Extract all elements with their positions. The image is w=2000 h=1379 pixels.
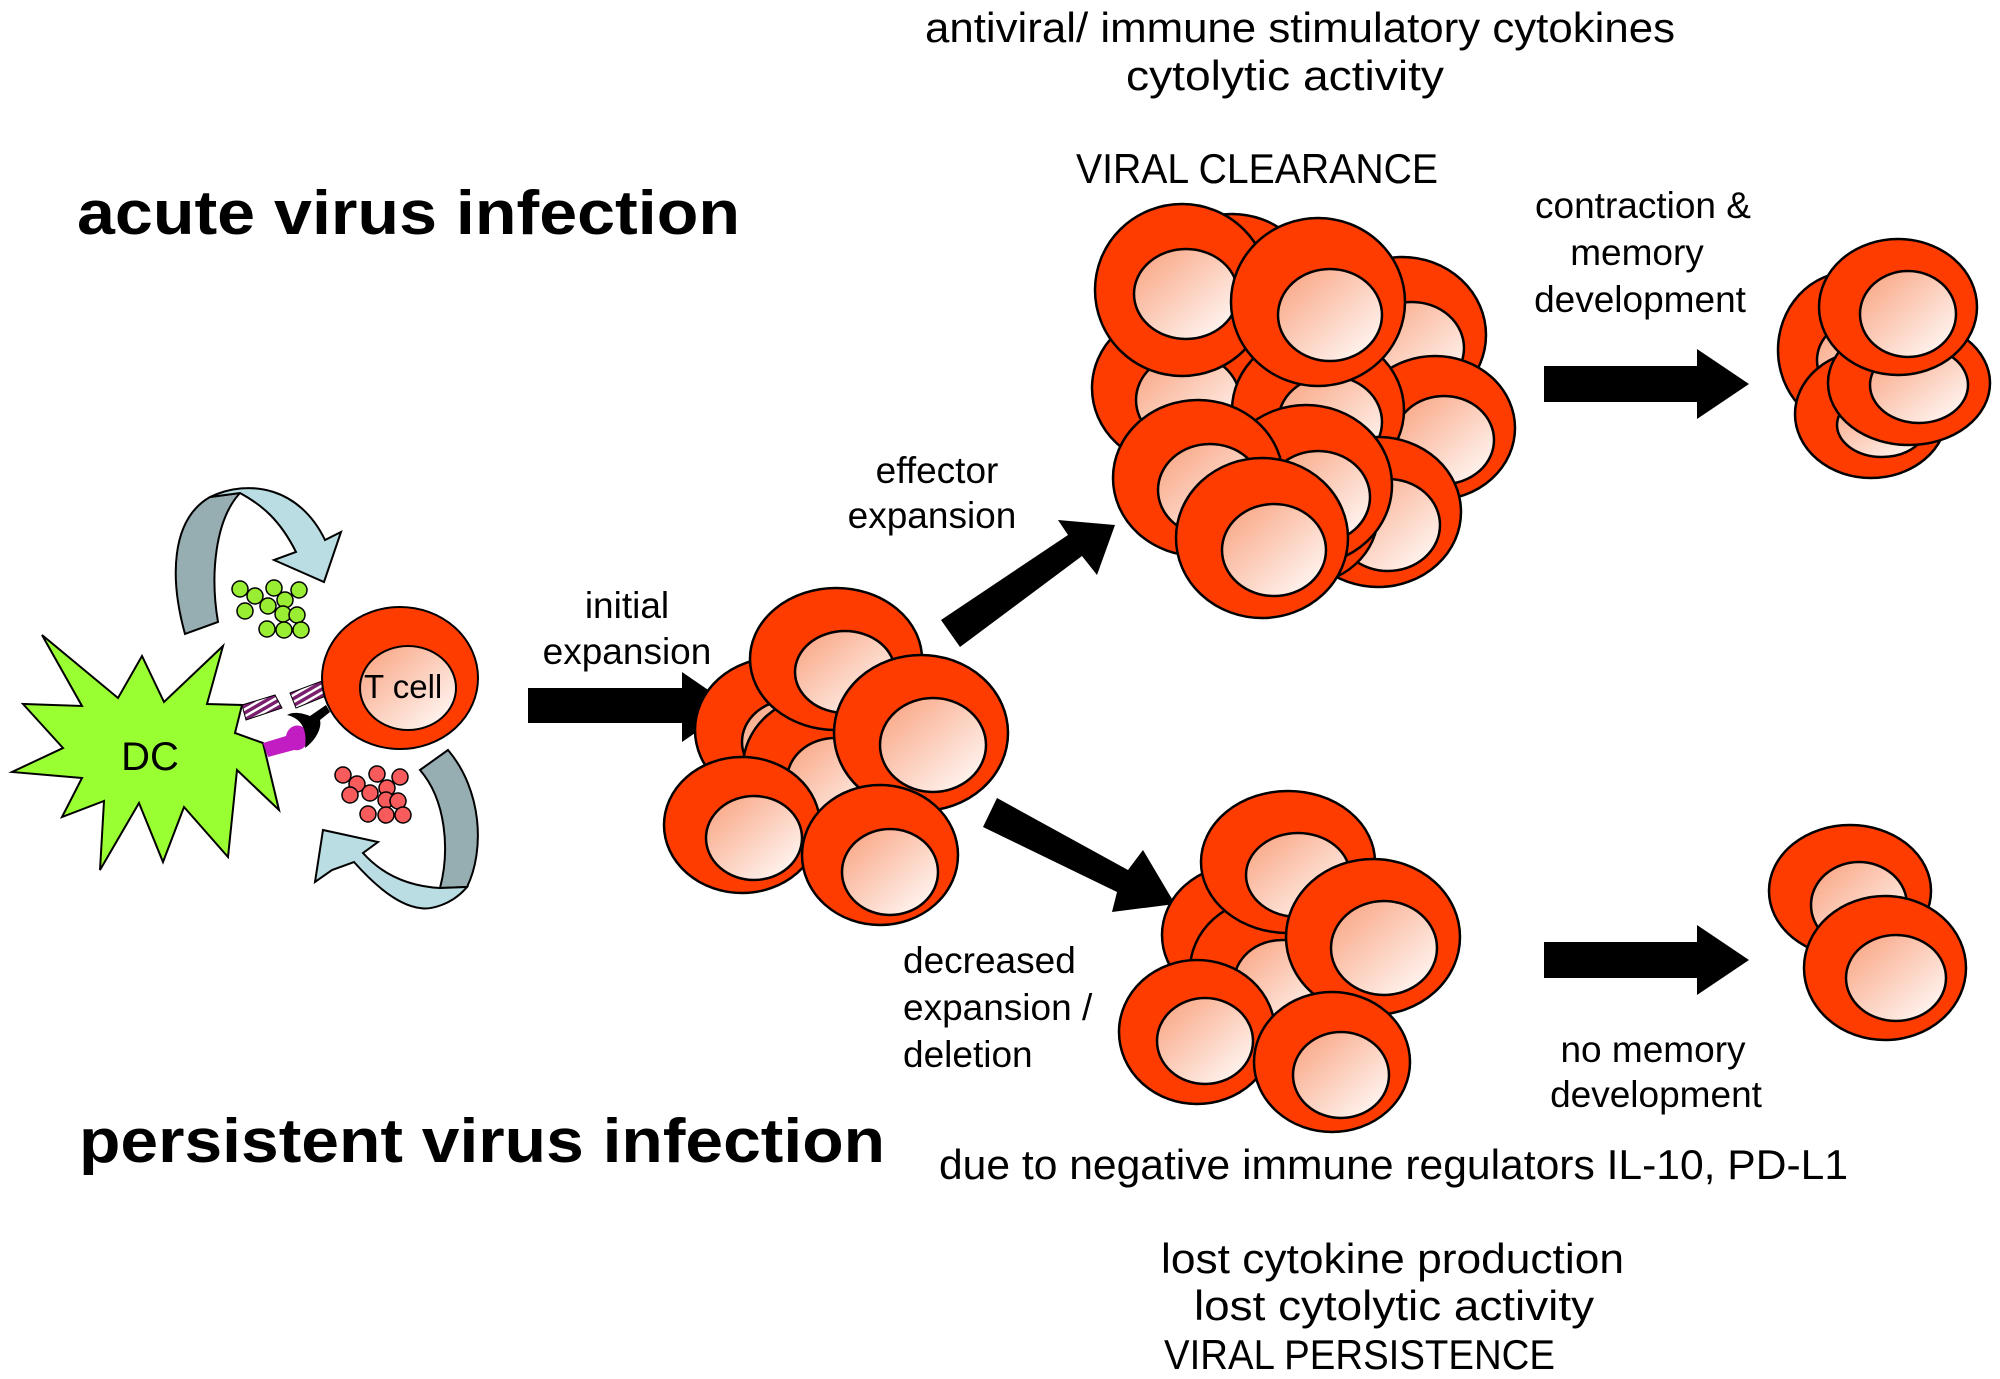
no-memory-arrow — [1544, 925, 1749, 995]
acute-functions-line-2: cytolytic activity — [1126, 52, 1444, 99]
label-line: contraction & — [1535, 185, 1751, 226]
t-cell — [1093, 202, 1271, 378]
dc-costim-receptor — [241, 694, 283, 721]
cell-nucleus — [840, 827, 940, 917]
label-line: expansion / — [903, 987, 1093, 1028]
decreased-expansion-label: decreased expansion / deletion — [903, 940, 1093, 1075]
cytokine-dot — [341, 786, 359, 804]
cytokine-dot — [290, 581, 308, 599]
t-cell — [800, 783, 960, 927]
decreased-expansion-arrow — [983, 798, 1175, 912]
cytokine-dot — [236, 602, 254, 620]
label-line: no memory — [1560, 1029, 1746, 1070]
cytokine-dot — [394, 806, 412, 824]
cytokine-dot — [377, 806, 395, 824]
acute-infection-title: acute virus infection — [77, 179, 740, 248]
cytokine-dot — [246, 587, 264, 605]
label-line: expansion — [848, 495, 1017, 536]
label-line: effector — [876, 450, 999, 491]
t-cell — [1117, 958, 1277, 1106]
dendritic-cell-starburst — [8, 634, 281, 871]
t-cell — [1229, 216, 1407, 388]
cytokine-cycle-arrow-bottom — [313, 748, 479, 910]
t-cell — [1174, 456, 1350, 620]
cell-nucleus — [704, 794, 804, 882]
cytokine-dot — [231, 580, 249, 598]
cytokine-dot — [391, 768, 409, 786]
t-cell — [662, 755, 822, 895]
cytokine-dot — [259, 597, 277, 615]
contraction-arrow — [1544, 349, 1749, 419]
cell-nucleus — [1858, 269, 1958, 359]
label-line: deletion — [903, 1034, 1033, 1075]
acute-functions-line-1: antiviral/ immune stimulatory cytokines — [925, 4, 1675, 51]
tcell-label: T cell — [364, 668, 442, 705]
cell-nucleus — [1329, 899, 1439, 997]
contraction-memory-label: contraction & memory development — [1534, 185, 1751, 320]
viral-clearance-label: VIRAL CLEARANCE — [1076, 145, 1438, 192]
cytokine-dot — [368, 765, 386, 783]
initial-expansion-cell-cluster — [662, 586, 1010, 927]
effector-expansion-label: effector expansion — [848, 450, 1017, 536]
t-cell — [1817, 237, 1979, 377]
exhausted-cell-cluster — [1117, 789, 1462, 1134]
initial-expansion-arrow — [528, 672, 733, 742]
label-line: development — [1534, 279, 1747, 320]
antiviral-cytokines-cluster — [231, 579, 310, 639]
persistent-functions-line-1: lost cytokine production — [1161, 1235, 1624, 1282]
cell-nucleus — [1220, 502, 1328, 598]
effector-expansion-arrow — [941, 520, 1115, 647]
cytokine-dot — [361, 784, 379, 802]
cytokine-dot — [292, 621, 310, 639]
cell-nucleus — [1291, 1030, 1391, 1120]
t-cell — [1284, 857, 1462, 1017]
negative-regulators-caption: due to negative immune regulators IL-10,… — [939, 1141, 1848, 1188]
mhc-tcr-complex — [263, 705, 330, 757]
cytokine-dot — [275, 621, 293, 639]
cytokine-dot — [359, 805, 377, 823]
cytokine-dot — [265, 579, 283, 597]
mhc-peptide-ligand — [263, 725, 309, 757]
cell-nucleus — [1132, 247, 1240, 341]
initial-expansion-label: initial expansion — [543, 585, 712, 672]
no-memory-label: no memory development — [1550, 1029, 1763, 1115]
cell-nucleus — [878, 696, 988, 794]
cell-nucleus — [1155, 996, 1255, 1086]
regulatory-cytokines-cluster — [334, 765, 412, 824]
cytokine-dot — [334, 766, 352, 784]
viral-persistence-label: VIRAL PERSISTENCE — [1164, 1331, 1555, 1378]
tcr-receptor — [287, 705, 330, 748]
label-line: development — [1550, 1074, 1763, 1115]
t-cell — [832, 653, 1010, 813]
persistent-functions-line-2: lost cytolytic activity — [1194, 1282, 1594, 1329]
effector-cell-cluster — [1090, 202, 1517, 620]
tcell-costim-receptor — [289, 680, 327, 709]
label-line: decreased — [903, 940, 1076, 981]
dc-label: DC — [121, 735, 179, 779]
cytokine-cycle-arrow-top — [174, 487, 343, 636]
memory-cell-cluster — [1776, 237, 1992, 480]
t-cell: T cell — [321, 606, 479, 750]
label-line: expansion — [543, 631, 712, 672]
cytokine-dot — [288, 606, 306, 624]
cell-nucleus — [1844, 933, 1948, 1023]
persistent-infection-title: persistent virus infection — [79, 1107, 885, 1176]
cell-nucleus — [1276, 267, 1384, 363]
dc-tcell-synapse: DC T cell — [8, 487, 479, 910]
label-line: memory — [1570, 232, 1704, 273]
residual-cell-cluster — [1767, 823, 1968, 1042]
t-cell — [1802, 894, 1968, 1042]
t-cell — [1252, 990, 1412, 1134]
label-line: initial — [585, 585, 669, 626]
cytokine-dot — [258, 620, 276, 638]
